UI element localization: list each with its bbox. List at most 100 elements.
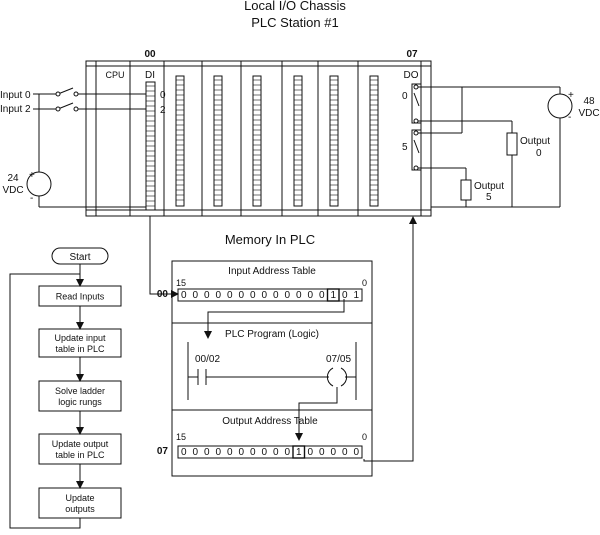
output-wiring [418, 86, 561, 208]
data-flow-arrows [149, 216, 417, 462]
output-5-number: 5 [486, 192, 492, 203]
bit-cell: 0 [307, 447, 313, 458]
slot-terminal-strip [329, 75, 339, 207]
bit-cell: 0 [250, 290, 256, 301]
input-power-supply [26, 171, 52, 197]
output-table-address: 07 [157, 446, 169, 457]
do-module-label: DO [404, 70, 419, 81]
bit-cell: 0 [204, 290, 210, 301]
di-terminal-2: 2 [160, 105, 166, 116]
flow-step-label: table in PLC [55, 344, 105, 354]
bit-cell: 0 [319, 290, 325, 301]
input-table-lsb: 0 [362, 278, 367, 288]
do-terminal-0: 0 [402, 91, 408, 102]
slot-terminal-strip [369, 75, 379, 207]
bit-cell-active [326, 288, 340, 302]
chassis-subtitle: PLC Station #1 [251, 15, 338, 30]
do-screw-5a [413, 130, 419, 136]
coil-address: 07/05 [326, 354, 351, 365]
bit-cell: 0 [250, 447, 256, 458]
output-0-number: 0 [536, 148, 542, 159]
output-5-load [460, 179, 472, 201]
slot-terminal-strip [293, 75, 303, 207]
do-terminal-block-5 [411, 129, 422, 171]
bit-cell: 1 [330, 290, 336, 301]
do-screw-0b [413, 118, 419, 124]
contact-address: 00/02 [195, 354, 220, 365]
slot-number-07: 07 [406, 49, 418, 60]
input-switch-0-contact-b [73, 91, 79, 97]
bit-cell: 0 [192, 290, 198, 301]
output-supply-unit: VDC [578, 108, 599, 119]
flow-step-label: Update output [52, 439, 109, 449]
flow-arrows [9, 264, 84, 529]
bit-cell: 1 [296, 447, 302, 458]
flow-step-label: outputs [65, 504, 95, 514]
input-2-label: Input 2 [0, 104, 31, 115]
bit-cell: 0 [181, 290, 187, 301]
coil-07-05 [326, 367, 348, 387]
bit-cell: 0 [261, 290, 267, 301]
program-title: PLC Program (Logic) [225, 329, 319, 340]
slot-terminal-strip [252, 75, 262, 207]
input-switch-2-contact-b [73, 106, 79, 112]
input-table-msb: 15 [176, 278, 186, 288]
do-internal-contacts [413, 92, 420, 154]
bit-cell: 0 [192, 447, 198, 458]
output-table-msb: 15 [176, 432, 186, 442]
cpu-module-label: CPU [105, 70, 124, 80]
input-switch-0-contact-a [55, 91, 61, 97]
bit-cell: 0 [296, 290, 302, 301]
bit-cell: 0 [238, 290, 244, 301]
flow-loop-back [9, 273, 81, 529]
bit-cell: 0 [284, 290, 290, 301]
bit-cell: 0 [227, 447, 233, 458]
do-screw-0a [413, 84, 419, 90]
input-0-label: Input 0 [0, 90, 31, 101]
bit-cell: 0 [342, 290, 348, 301]
do-terminal-5: 5 [402, 142, 408, 153]
flow-step-label: Update [65, 493, 94, 503]
bit-cell: 0 [353, 447, 359, 458]
slot-terminal-strip [213, 75, 223, 207]
chassis-slots [129, 61, 379, 216]
do-terminal-block-0 [411, 83, 422, 124]
slot-terminal-strip [175, 75, 185, 207]
bit-cell: 0 [284, 447, 290, 458]
flow-step-label: Read Inputs [56, 292, 105, 302]
input-supply-voltage: 24 [7, 173, 19, 184]
do-screw-5b [413, 165, 419, 171]
output-supply-plus: + [568, 90, 574, 101]
slot-number-00: 00 [144, 49, 156, 60]
bit-cell: 0 [215, 447, 221, 458]
flow-step-label: Update input [54, 333, 106, 343]
bit-cell: 0 [307, 290, 313, 301]
flow-step-label: Solve ladder [55, 386, 105, 396]
io-chassis [85, 60, 432, 217]
contact-00-02 [197, 369, 207, 385]
input-supply-plus: + [29, 170, 35, 181]
output-0-label: Output [520, 136, 550, 147]
bit-cell: 0 [342, 447, 348, 458]
di-module-label: DI [145, 70, 155, 81]
bit-cell: 1 [353, 290, 359, 301]
output-5-label: Output [474, 181, 504, 192]
flow-step-box [38, 487, 122, 519]
bit-cell: 0 [238, 447, 244, 458]
bit-cell: 0 [215, 290, 221, 301]
di-terminal-markers [146, 85, 155, 207]
input-table-title: Input Address Table [228, 266, 316, 277]
output-supply-voltage: 48 [583, 96, 595, 107]
di-terminal-0: 0 [160, 90, 166, 101]
flow-step-box [38, 380, 122, 412]
bit-cell: 0 [273, 447, 279, 458]
output-0-load [506, 132, 518, 156]
input-supply-unit: VDC [2, 185, 23, 196]
flow-start-label: Start [69, 252, 90, 263]
output-power-supply [547, 93, 573, 119]
